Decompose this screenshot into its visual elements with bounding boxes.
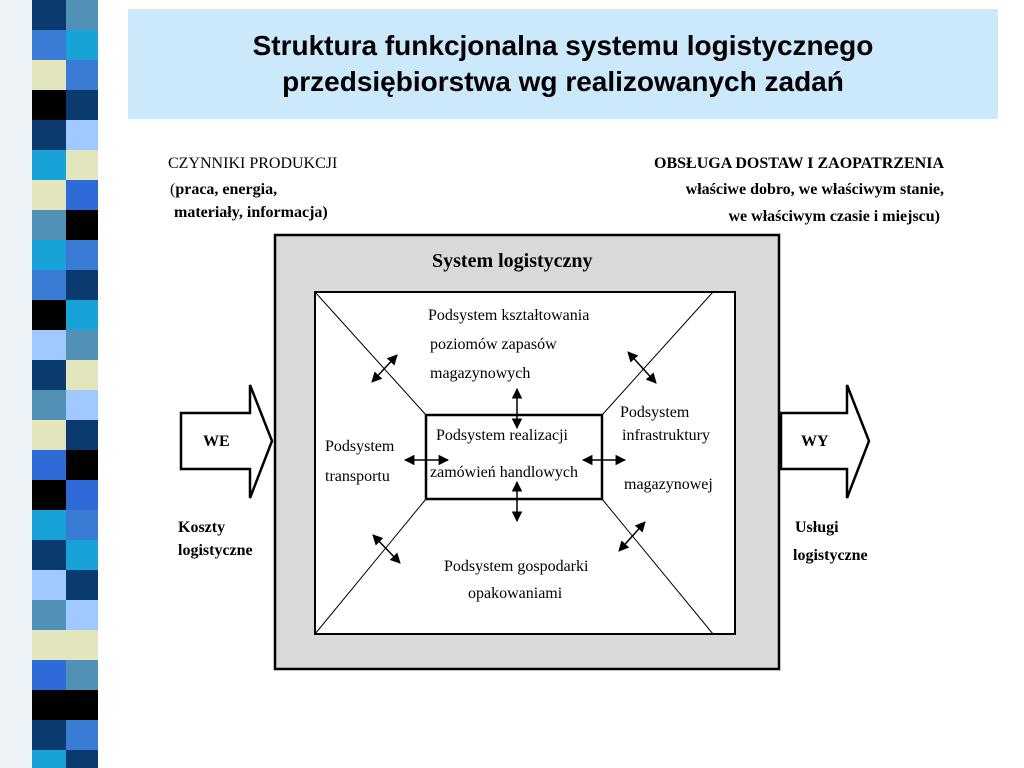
orders-subsystem-line-1: Podsystem realizacji	[436, 427, 568, 444]
input-arrow	[179, 384, 274, 499]
transport-subsystem-line-2: transportu	[325, 468, 390, 485]
packaging-subsystem-line-2: opakowaniami	[468, 585, 563, 602]
output-label: WY	[801, 433, 829, 450]
stock-subsystem-line-3: magazynowych	[430, 365, 531, 382]
packaging-subsystem-line-1: Podsystem gospodarki	[444, 558, 589, 575]
diagonal-bottom-left	[314, 498, 427, 635]
warehouse-subsystem-line-1: Podsystem	[620, 404, 690, 421]
diagonal-top-right	[601, 291, 714, 416]
logistics-services-line-1: Usługi	[795, 519, 839, 536]
delivery-service-heading: OBSŁUGA DOSTAW I ZAOPATRZENIA	[654, 155, 944, 172]
delivery-service-line-2: właściwe dobro, we właściwym stanie,	[685, 181, 944, 198]
arrow-top-left	[371, 354, 398, 383]
production-factors-list: praca, energia,	[175, 181, 278, 198]
arrow-bottom-left	[372, 534, 401, 564]
diagonal-top-left	[314, 291, 427, 416]
output-arrow	[779, 384, 871, 499]
logistics-costs-line-1: Koszty	[178, 519, 226, 536]
transport-subsystem-line-1: Podsystem	[325, 438, 395, 455]
logistics-costs-line-2: logistyczne	[178, 542, 253, 559]
system-label: System logistyczny	[432, 250, 593, 272]
arrow-bottom-right	[618, 521, 646, 552]
title-banner: Struktura funkcjonalna systemu logistycz…	[128, 9, 998, 119]
logistics-services-line-2: logistyczne	[793, 547, 868, 564]
production-factors-line-3: materiały, informacja)	[174, 204, 328, 221]
page-title-line-2: przedsiębiorstwa wg realizowanych zadań	[282, 66, 844, 97]
production-factors-line-2: (praca, energia,	[170, 180, 277, 200]
arrow-top-right	[627, 351, 657, 384]
production-factors-heading: CZYNNIKI PRODUKCJI	[168, 155, 338, 172]
orders-subsystem-line-2: zamówień handlowych	[430, 464, 578, 481]
page-title-line-1: Struktura funkcjonalna systemu logistycz…	[252, 30, 874, 61]
decorative-stripe-band	[0, 0, 120, 768]
delivery-service-line-3: we właściwym czasie i miejscu)	[728, 208, 941, 225]
warehouse-subsystem-line-2: infrastruktury	[622, 427, 710, 444]
warehouse-subsystem-line-3: magazynowej	[624, 476, 713, 493]
stock-subsystem-line-2: poziomów zapasów	[430, 336, 557, 353]
stock-subsystem-line-1: Podsystem kształtowania	[428, 307, 590, 324]
production-factors-open-paren: (	[170, 181, 176, 198]
input-label: WE	[203, 433, 230, 450]
